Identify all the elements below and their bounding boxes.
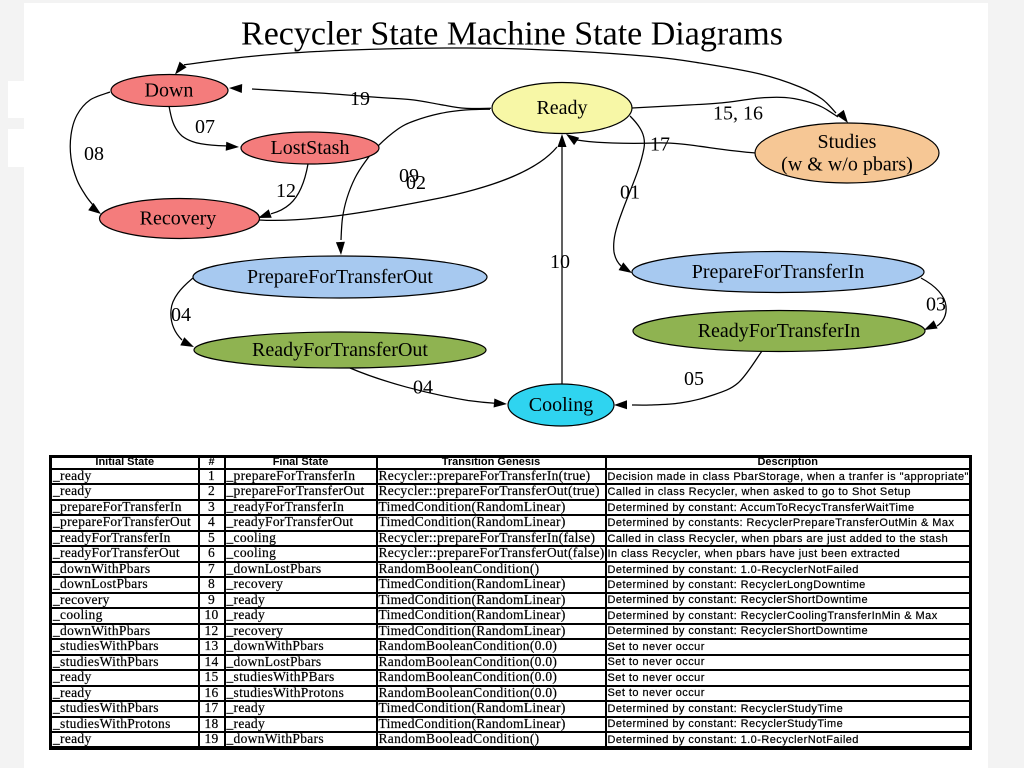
svg-text:04: 04 (413, 377, 433, 399)
svg-text:LostStash: LostStash (271, 137, 350, 159)
svg-text:10: 10 (550, 251, 570, 273)
svg-text:PrepareForTransferOut: PrepareForTransferOut (247, 266, 433, 288)
svg-text:PrepareForTransferIn: PrepareForTransferIn (692, 261, 865, 283)
svg-text:01: 01 (620, 182, 640, 204)
svg-text:07: 07 (195, 116, 215, 138)
svg-text:04: 04 (171, 304, 191, 326)
svg-text:Studies: Studies (818, 131, 877, 153)
svg-text:ReadyForTransferIn: ReadyForTransferIn (698, 320, 861, 342)
svg-text:19: 19 (350, 88, 370, 110)
svg-text:(w & w/o pbars): (w & w/o pbars) (781, 154, 913, 176)
svg-text:ReadyForTransferOut: ReadyForTransferOut (252, 339, 428, 361)
svg-text:Recycler State Machine State D: Recycler State Machine State Diagrams (241, 16, 783, 53)
svg-text:Recovery: Recovery (140, 208, 217, 230)
svg-text:05: 05 (684, 368, 704, 390)
svg-text:12: 12 (276, 180, 296, 202)
svg-text:03: 03 (926, 294, 946, 316)
svg-text:Cooling: Cooling (529, 394, 593, 416)
svg-text:15, 16: 15, 16 (713, 103, 763, 125)
svg-text:09: 09 (399, 165, 419, 187)
svg-text:02: 02 (406, 172, 426, 194)
svg-text:Down: Down (145, 80, 194, 102)
svg-text:Ready: Ready (536, 97, 587, 119)
svg-text:17: 17 (650, 134, 670, 156)
svg-text:08: 08 (84, 143, 104, 165)
